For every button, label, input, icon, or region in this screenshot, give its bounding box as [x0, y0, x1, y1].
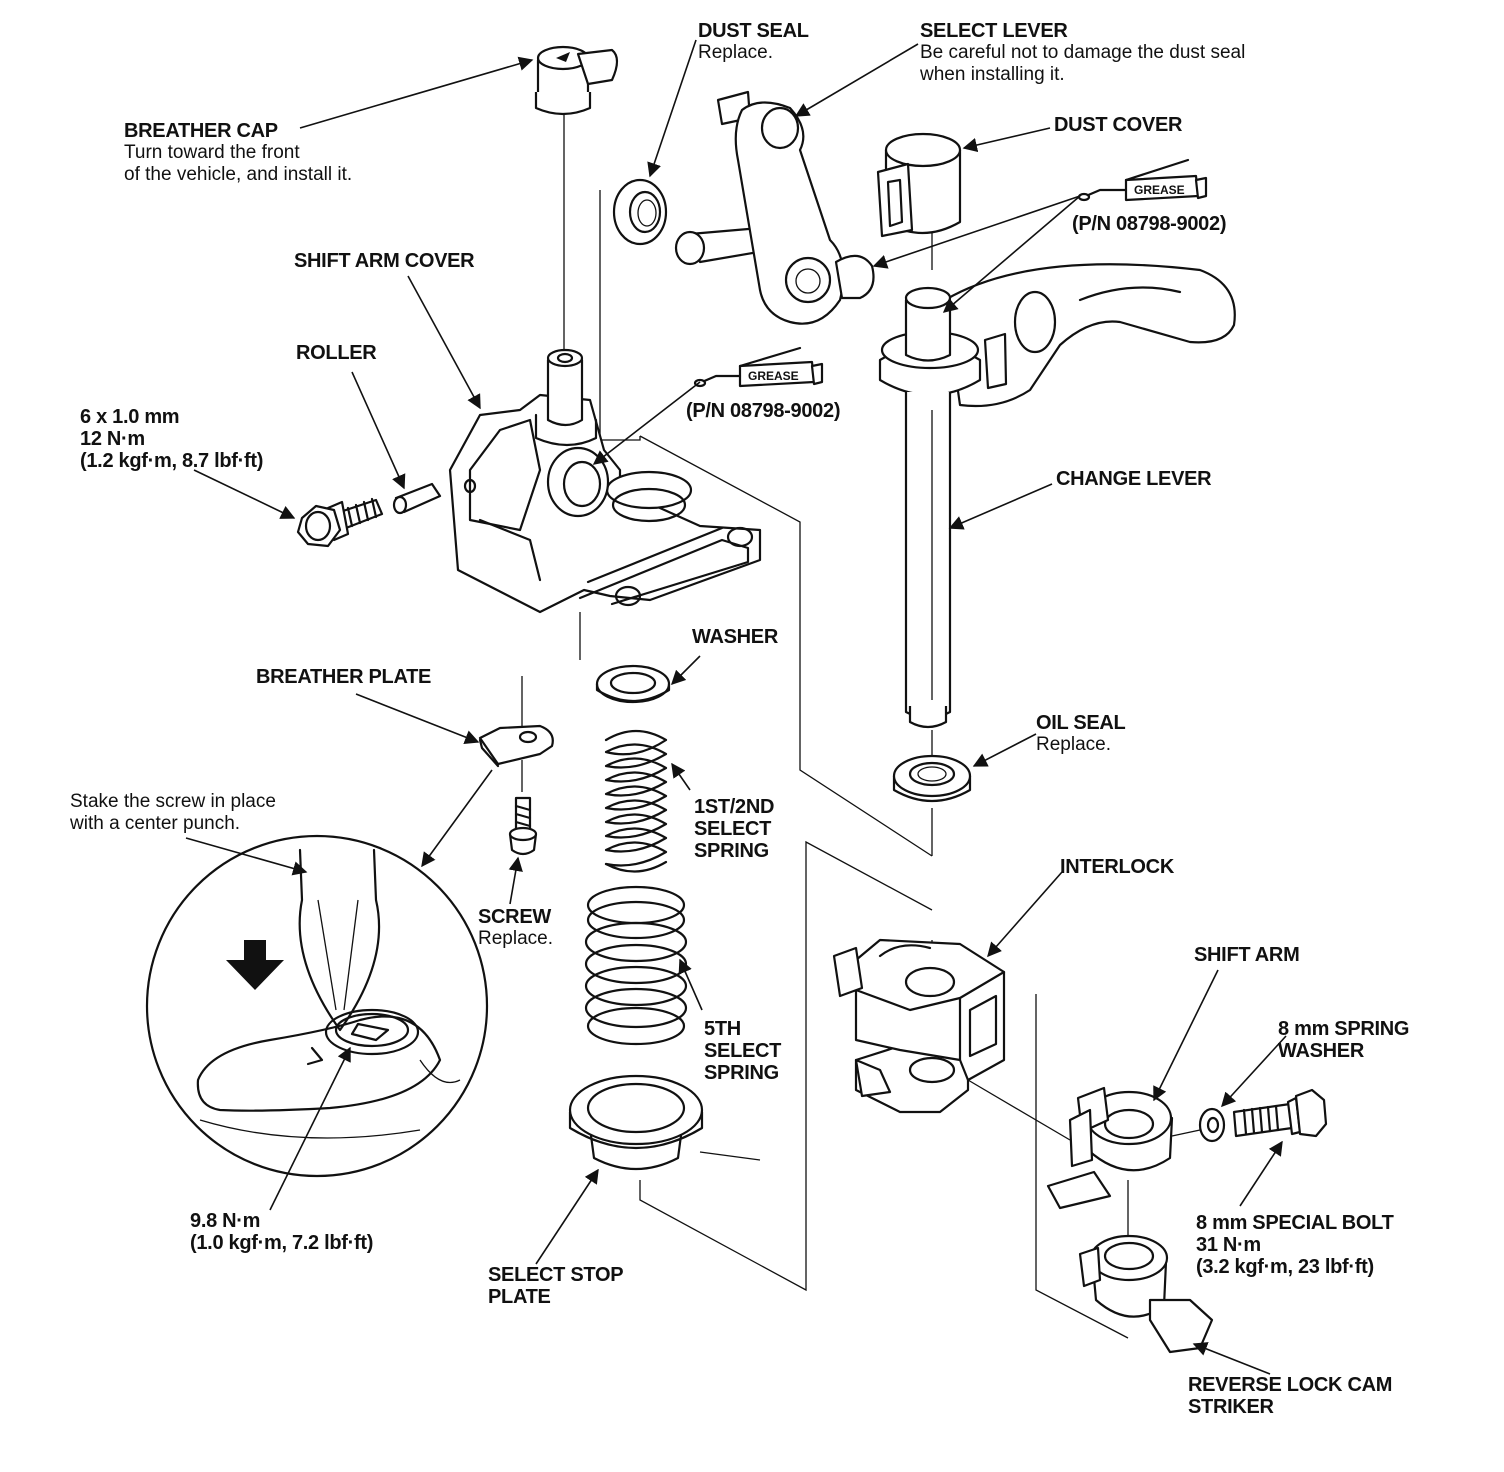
label-dust-cover: DUST COVER	[1054, 114, 1183, 136]
assembly-lines	[521, 115, 1201, 1339]
breather-cap-part	[534, 45, 619, 116]
breather-cap-title: BREATHER CAP	[124, 120, 278, 142]
grease-tube-top	[1077, 158, 1208, 202]
label-select-lever: SELECT LEVER Be careful not to damage th…	[920, 20, 1246, 85]
interlock-part	[832, 938, 1006, 1114]
leader-arrows	[185, 39, 1287, 1375]
label-screw-torque: 9.8 N·m (1.0 kgf·m, 7.2 lbf·ft)	[190, 1210, 374, 1254]
label-washer: WASHER	[692, 626, 778, 648]
shift-arm-cover-part	[448, 348, 762, 614]
spring-washer-part	[1198, 1107, 1226, 1143]
select-spring-5th-part	[584, 885, 688, 1046]
label-dust-seal: DUST SEAL Replace.	[698, 20, 809, 63]
label-breather-cap: BREATHER CAP Turn toward the front of th…	[124, 120, 353, 185]
screw-part	[508, 796, 538, 856]
label-change-lever: CHANGE LEVER	[1056, 468, 1212, 490]
label-select-spring-1st-2nd: 1ST/2ND SELECT SPRING	[694, 796, 775, 862]
label-grease-pn-mid: (P/N 08798-9002)	[686, 400, 841, 422]
stake-detail-inset	[145, 834, 489, 1178]
label-oil-seal: OIL SEAL Replace.	[1036, 712, 1126, 755]
oil-seal-part	[892, 754, 972, 803]
dust-seal-part	[612, 178, 668, 246]
breather-plate-part	[478, 724, 554, 768]
dust-cover-part	[876, 132, 962, 238]
label-roller: ROLLER	[296, 342, 377, 364]
change-lever-part	[878, 263, 1236, 729]
grease-tube-top-label: GREASE	[1134, 183, 1185, 197]
label-screw: SCREW Replace.	[478, 906, 553, 949]
label-breather-plate: BREATHER PLATE	[256, 666, 432, 688]
label-spring-washer: 8 mm SPRING WASHER	[1278, 1018, 1410, 1062]
label-interlock: INTERLOCK	[1060, 856, 1174, 878]
select-stop-plate-part	[568, 1074, 704, 1171]
flange-bolt-part	[296, 497, 384, 548]
select-lever-part	[674, 90, 875, 325]
grease-tube-mid	[693, 346, 824, 388]
reverse-lock-cam-striker-part	[1078, 1234, 1214, 1354]
label-select-spring-5th: 5TH SELECT SPRING	[704, 1018, 782, 1084]
label-shift-arm: SHIFT ARM	[1194, 944, 1300, 966]
label-select-stop-plate: SELECT STOP PLATE	[488, 1264, 624, 1308]
label-bolt-6mm: 6 x 1.0 mm 12 N·m (1.2 kgf·m, 8.7 lbf·ft…	[80, 406, 264, 472]
label-grease-pn-top: (P/N 08798-9002)	[1072, 213, 1227, 235]
shift-arm-part	[1046, 1086, 1174, 1210]
washer-part	[595, 664, 671, 704]
grease-tube-mid-label: GREASE	[748, 369, 799, 383]
label-shift-arm-cover: SHIFT ARM COVER	[294, 250, 475, 272]
select-spring-1st-2nd-part	[604, 730, 668, 873]
special-bolt-part	[1232, 1088, 1328, 1138]
label-special-bolt: 8 mm SPECIAL BOLT 31 N·m (3.2 kgf·m, 23 …	[1196, 1212, 1394, 1278]
roller-part	[392, 482, 442, 515]
label-stake-note: Stake the screw in place with a center p…	[70, 791, 276, 834]
label-reverse-lock-cam-striker: REVERSE LOCK CAM STRIKER	[1188, 1374, 1393, 1418]
